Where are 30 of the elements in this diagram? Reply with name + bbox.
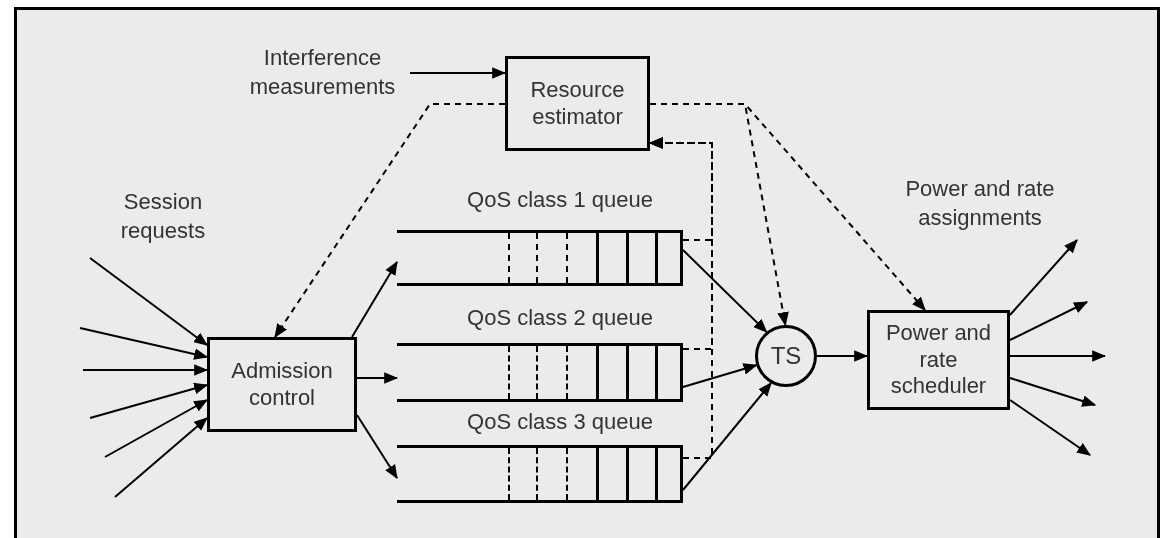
arrow bbox=[89, 382, 209, 419]
annotation-text: Power and rate assignments bbox=[904, 175, 1056, 232]
arrow bbox=[82, 364, 209, 376]
arrow bbox=[351, 261, 398, 338]
arrow bbox=[79, 327, 209, 360]
arrow bbox=[114, 417, 208, 498]
input-label: Interference measurements bbox=[248, 44, 397, 101]
dashed-arrow bbox=[649, 103, 926, 311]
dashed-arrow bbox=[274, 103, 506, 338]
annotation-text: Session requests bbox=[119, 188, 207, 245]
arrow bbox=[89, 257, 208, 346]
dashed-arrow bbox=[648, 137, 713, 459]
queue-label: QoS class 3 queue bbox=[467, 408, 653, 436]
arrow bbox=[409, 67, 507, 79]
arrow bbox=[682, 249, 768, 333]
arrow bbox=[1009, 301, 1089, 341]
process-box: Resource estimator bbox=[505, 56, 650, 151]
arrow bbox=[1009, 377, 1097, 407]
arrow bbox=[1009, 239, 1078, 316]
arrow bbox=[356, 372, 399, 384]
queue-label: QoS class 1 queue bbox=[467, 186, 653, 214]
process-box: Admission control bbox=[207, 337, 357, 432]
process-box: Power and rate scheduler bbox=[867, 310, 1010, 410]
arrow bbox=[682, 382, 772, 491]
arrow bbox=[1009, 350, 1107, 362]
queue-label: QoS class 2 queue bbox=[467, 304, 653, 332]
arrow bbox=[356, 414, 398, 479]
arrow bbox=[104, 399, 208, 458]
arrow bbox=[816, 350, 869, 362]
arrow bbox=[1009, 399, 1091, 456]
